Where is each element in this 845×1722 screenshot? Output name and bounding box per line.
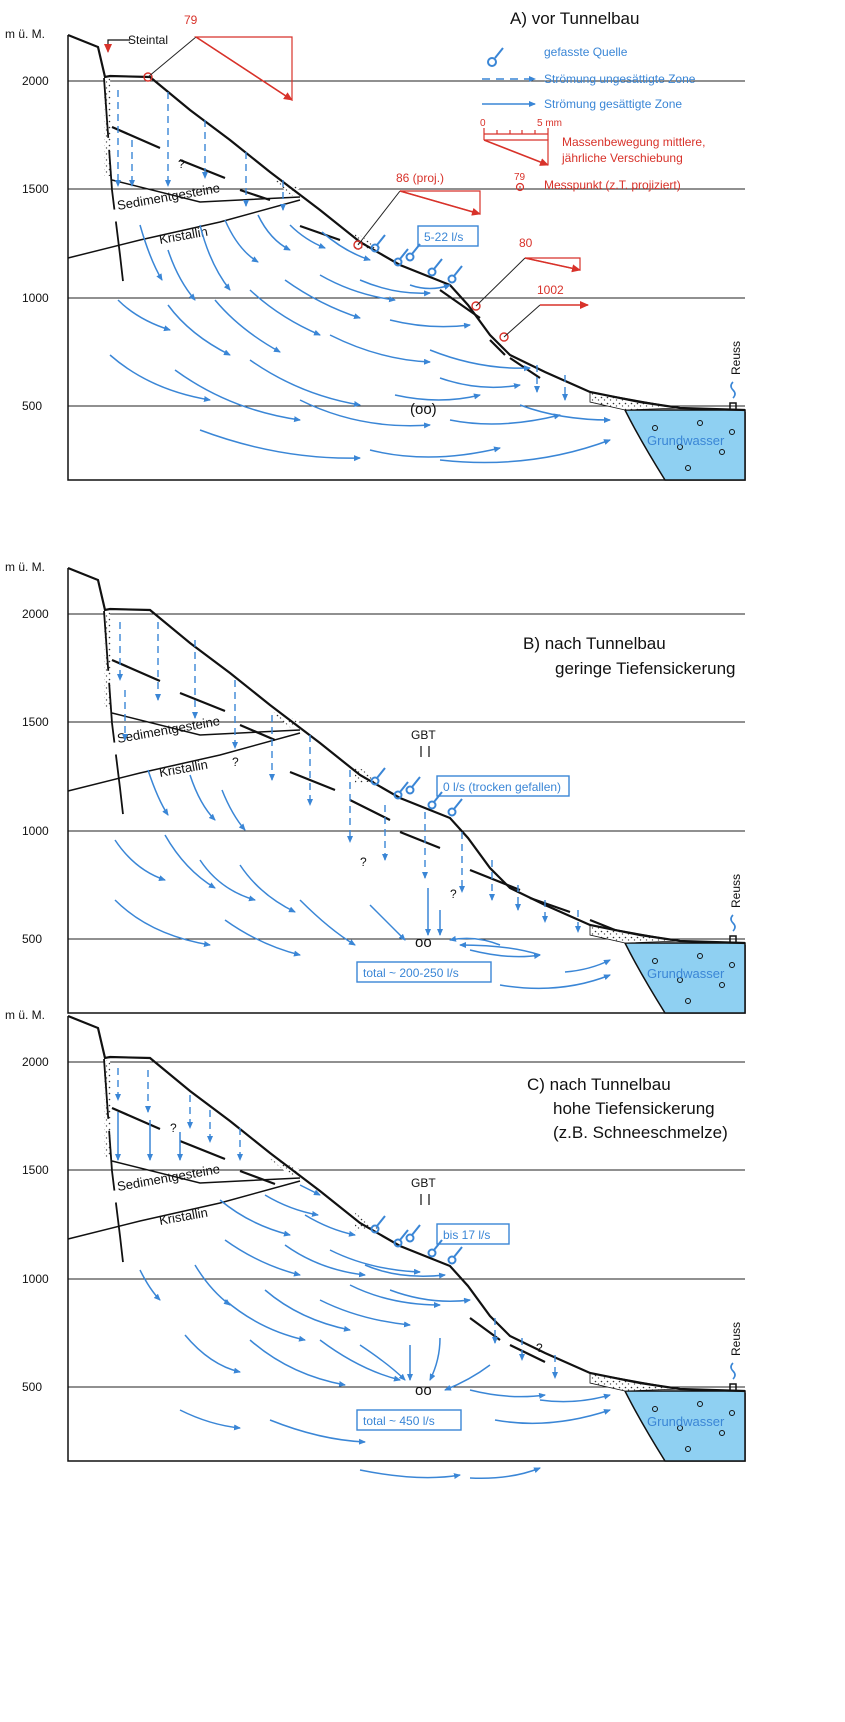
panel-c-q2: ?	[536, 1341, 543, 1355]
panel-b: m ü. M. 2000 1500 1000 500 Grundwasser R…	[5, 560, 746, 1014]
panel-a-point-80: 80	[519, 236, 533, 250]
panel-a-tick-2000: 2000	[22, 74, 49, 88]
panel-c-kristallin: Kristallin	[158, 1205, 209, 1228]
panel-a-reuss: Reuss	[729, 341, 743, 375]
panel-b-tick-500: 500	[22, 932, 42, 946]
panel-b-flow-box: 0 l/s (trocken gefallen)	[443, 780, 561, 794]
panel-c-total-box: total ~ 450 l/s	[363, 1414, 435, 1428]
panel-a-title: A) vor Tunnelbau	[510, 9, 639, 28]
panel-b-tick-1500: 1500	[22, 715, 49, 729]
panel-a-tick-1000: 1000	[22, 291, 49, 305]
panel-b-kristallin: Kristallin	[158, 757, 209, 780]
panel-a-points: 79 86 (proj.) 80 1002	[143, 13, 589, 342]
panel-c-flow-box: bis 17 l/s	[443, 1228, 490, 1242]
panel-b-total-box: total ~ 200-250 l/s	[363, 966, 459, 980]
panel-c-tunnel-mark: oo	[415, 1382, 432, 1399]
panel-a-flow-box: 5-22 l/s	[424, 230, 463, 244]
panel-a-surface	[67, 33, 746, 412]
panel-b-tunnel-mark: oo	[415, 934, 432, 951]
panel-b-unit-label: m ü. M.	[5, 560, 45, 574]
panel-b-q2: ?	[360, 855, 367, 869]
panel-c-title-3: (z.B. Schneeschmelze)	[553, 1123, 728, 1142]
panel-a-tunnel-mark: (oo)	[410, 401, 437, 418]
panel-a-tick-500: 500	[22, 399, 42, 413]
panel-c: m ü. M. 2000 1500 1000 500 Grundwasser R…	[5, 1008, 746, 1480]
panel-c-gbt: GBT	[411, 1176, 436, 1190]
panel-c-tick-1500: 1500	[22, 1163, 49, 1177]
panel-a-tick-1500: 1500	[22, 182, 49, 196]
panel-a-unit-label: m ü. M.	[5, 27, 45, 41]
panel-b-q1: ?	[232, 755, 239, 769]
legend-spring: gefasste Quelle	[544, 45, 628, 59]
panel-a-point-86: 86 (proj.)	[396, 171, 444, 185]
panel-b-surface	[67, 566, 746, 945]
legend-scale-start: 0	[480, 118, 486, 129]
panel-c-surface	[67, 1014, 746, 1393]
panel-c-title-2: hohe Tiefensickerung	[553, 1099, 715, 1118]
panel-c-tick-500: 500	[22, 1380, 42, 1394]
panel-c-unit-label: m ü. M.	[5, 1008, 45, 1022]
panel-b-q3: ?	[450, 887, 457, 901]
panel-c-reuss: Reuss	[729, 1322, 743, 1356]
panel-b-tick-1000: 1000	[22, 824, 49, 838]
panel-a-q: ?	[178, 157, 185, 171]
panel-a-springs	[370, 234, 463, 284]
panel-b-title-2: geringe Tiefensickerung	[555, 659, 736, 678]
panel-b-springs	[370, 767, 463, 817]
panel-c-title-1: C) nach Tunnelbau	[527, 1075, 671, 1094]
panel-a-steintal: Steintal	[128, 33, 168, 47]
legend-movement-1: Massenbewegung mittlere,	[562, 135, 705, 149]
panel-b-groundwater-label: Grundwasser	[647, 966, 725, 981]
legend-unsaturated: Strömung ungesättigte Zone	[544, 72, 696, 86]
panel-c-tick-1000: 1000	[22, 1272, 49, 1286]
panel-c-groundwater	[623, 1390, 746, 1462]
panel-a-groundwater	[623, 409, 746, 481]
panel-a-point-1002: 1002	[537, 283, 564, 297]
panel-c-tick-2000: 2000	[22, 1055, 49, 1069]
panel-c-groundwater-label: Grundwasser	[647, 1414, 725, 1429]
panel-b-tick-2000: 2000	[22, 607, 49, 621]
panel-b-reuss: Reuss	[729, 874, 743, 908]
panel-c-springs	[370, 1215, 463, 1265]
panel-a-groundwater-label: Grundwasser	[647, 433, 725, 448]
panel-b-title-1: B) nach Tunnelbau	[523, 634, 666, 653]
legend-scale-end: 5 mm	[537, 118, 562, 129]
legend-saturated: Strömung gesättigte Zone	[544, 97, 682, 111]
legend-point-label: Messpunkt (z.T. projiziert)	[544, 178, 681, 192]
panel-c-q1: ?	[170, 1121, 177, 1135]
panel-b-gbt: GBT	[411, 728, 436, 742]
panel-a-point-79: 79	[184, 13, 198, 27]
legend-point-num: 79	[514, 172, 526, 183]
panel-a: m ü. M. 2000 1500 1000 500 Grundwasser R…	[5, 9, 746, 481]
panel-b-groundwater	[623, 942, 746, 1014]
legend-movement-2: jährliche Verschiebung	[561, 151, 683, 165]
